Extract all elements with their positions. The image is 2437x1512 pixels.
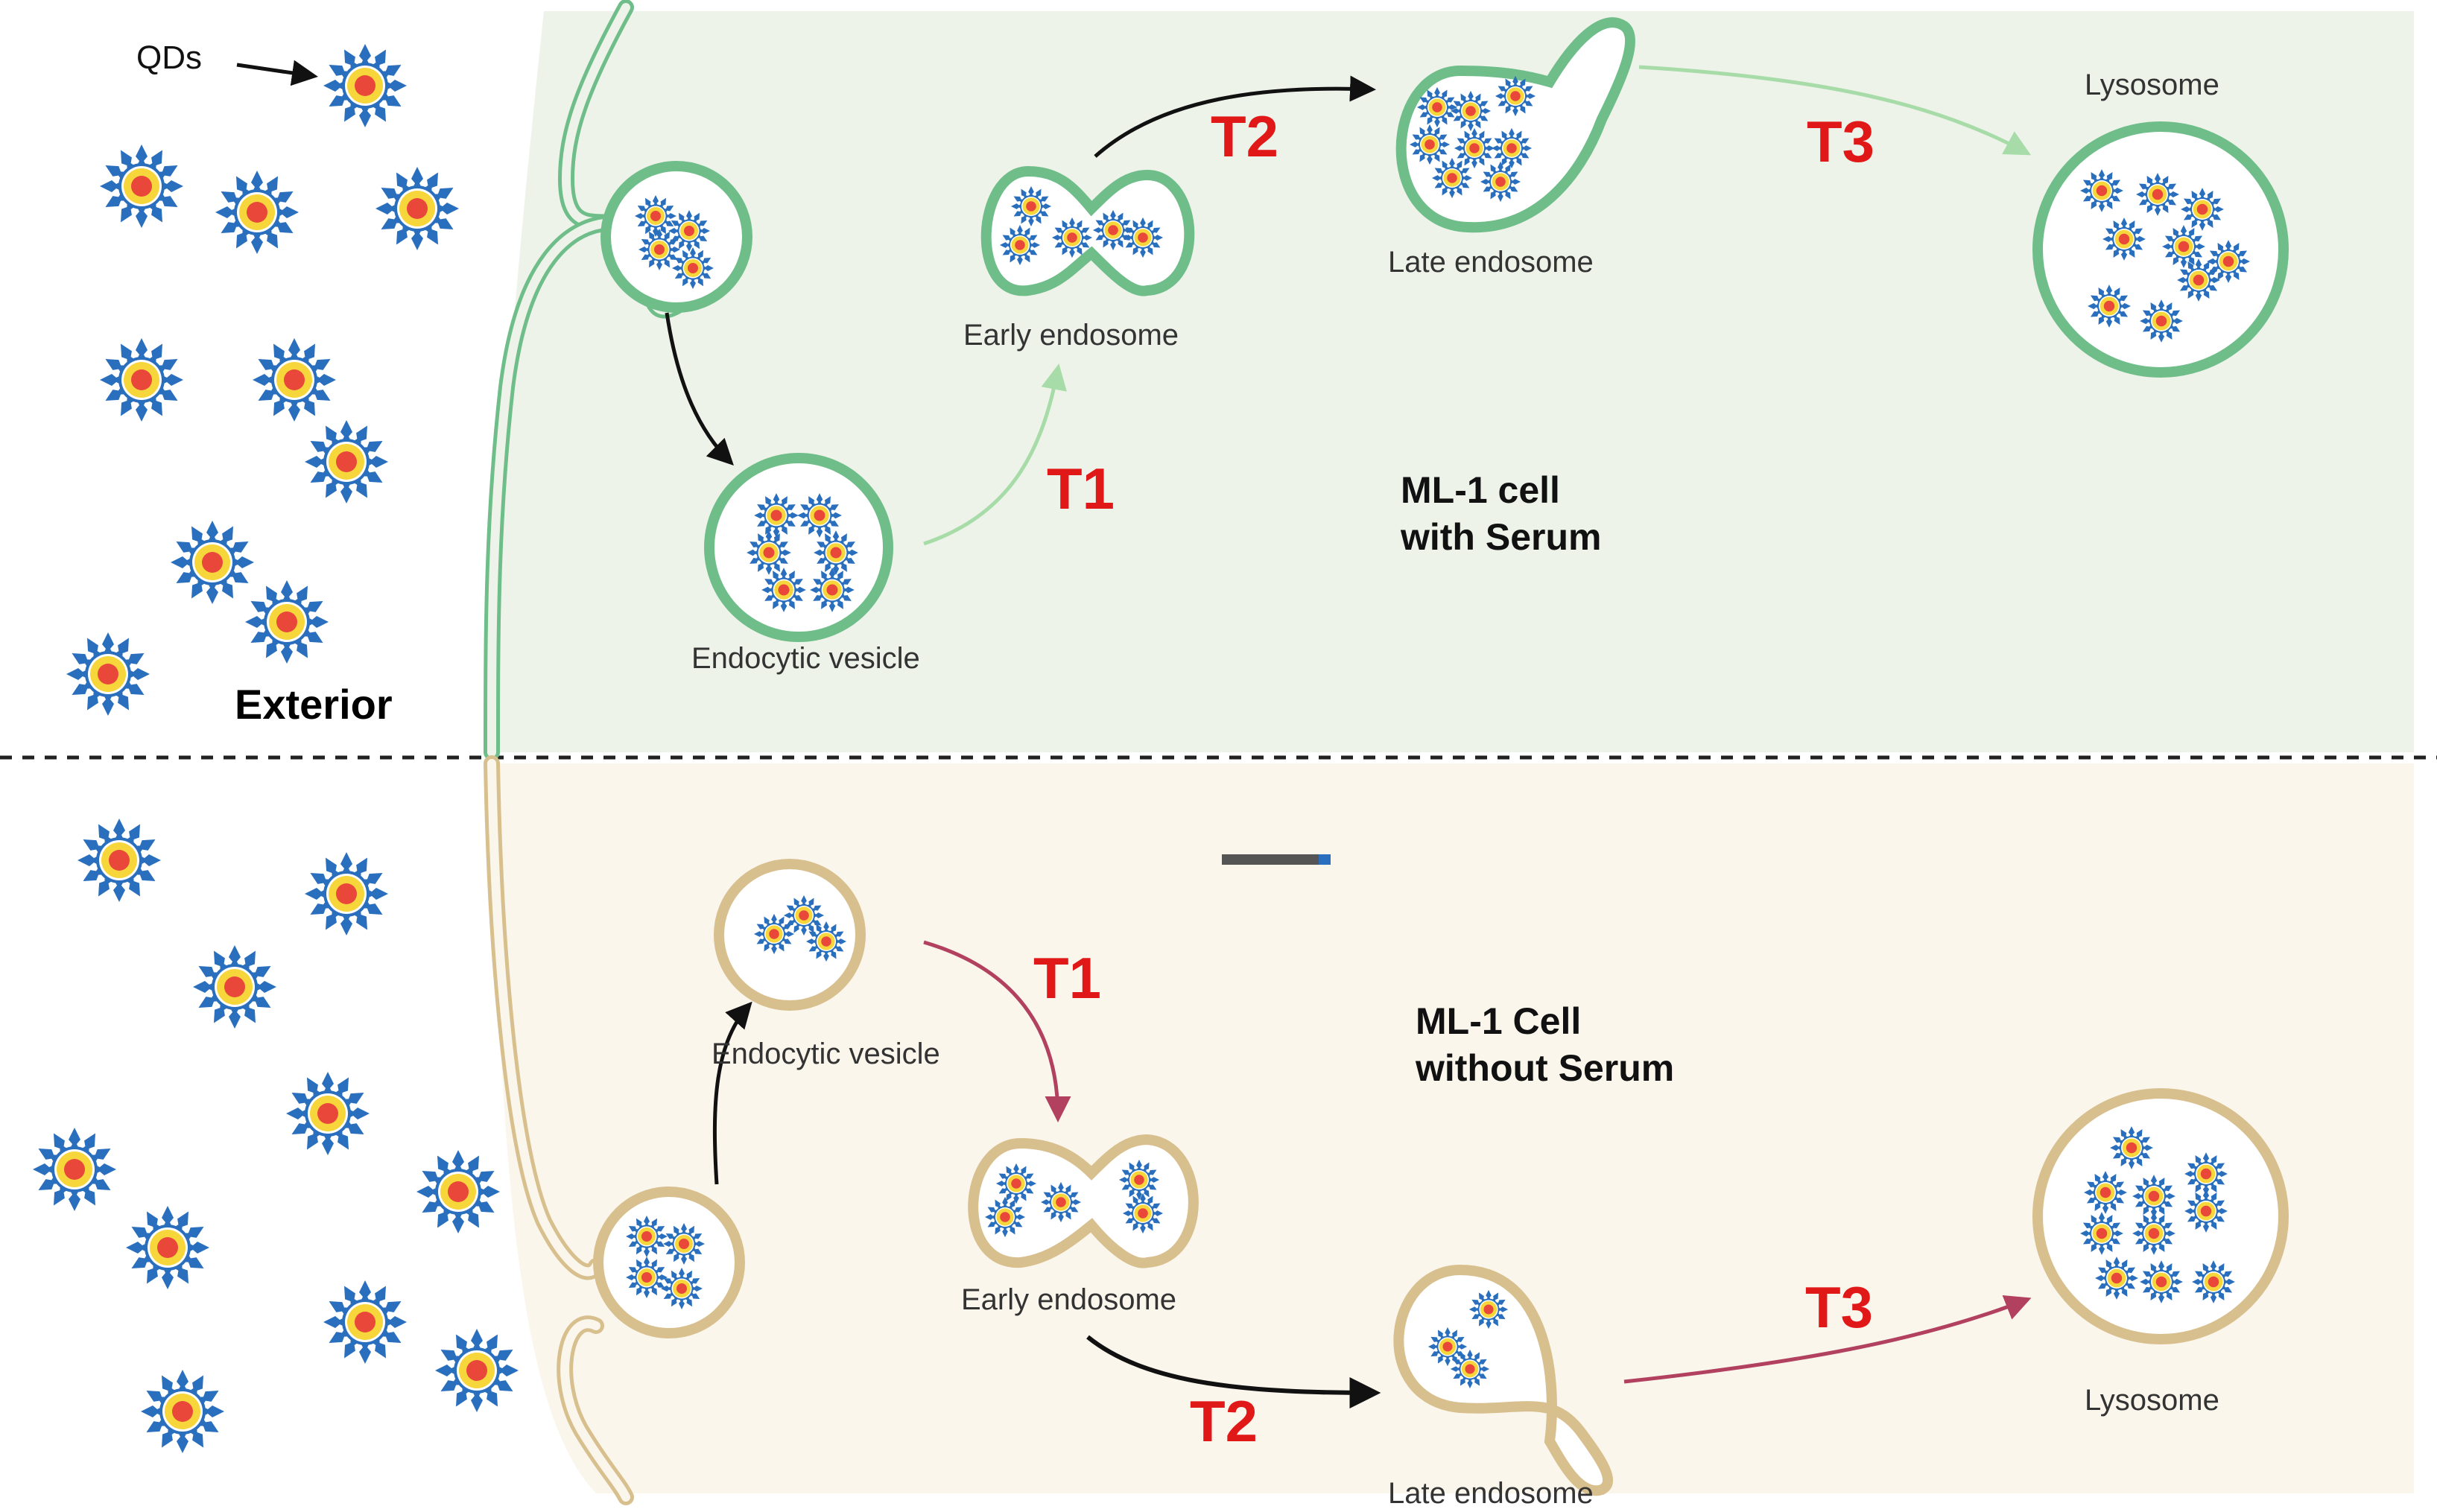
bottom-late-endosome-label: Late endosome: [1388, 1477, 1594, 1510]
qds-pointer-arrow: [236, 60, 318, 86]
bottom-lysosome-label: Lysosome: [2085, 1384, 2219, 1417]
top-arrow-t3: [1638, 65, 2032, 156]
top-cell-background: [492, 11, 2414, 752]
scale-bar-tip: [1319, 854, 1331, 865]
top-late-endosome-label: Late endosome: [1388, 246, 1594, 279]
top-lysosome: [2032, 121, 2289, 378]
top-arrow-bud-to-vesicle: [665, 312, 734, 466]
top-early-endosome: [980, 165, 1195, 296]
bottom-endocytic-vesicle: [714, 859, 866, 1011]
top-arrow-t2: [1094, 75, 1376, 158]
exterior-qds-bottom: [33, 819, 519, 1453]
bottom-cell-title-line2: without Serum: [1415, 1047, 1674, 1089]
bottom-step-t3: T3: [1805, 1274, 1873, 1340]
bottom-cell-membrane: [484, 755, 634, 1505]
bottom-lysosome: [2032, 1088, 2289, 1344]
top-step-t2: T2: [1211, 104, 1278, 169]
top-step-t3: T3: [1807, 109, 1875, 174]
bottom-early-endosome-label: Early endosome: [961, 1283, 1176, 1316]
exterior-qds-top: [66, 44, 459, 716]
bottom-budding-vesicle: [593, 1187, 745, 1338]
bottom-arrow-t1: [923, 940, 1071, 1122]
top-cell-title-line1: ML-1 cell: [1401, 469, 1560, 511]
bottom-step-t2: T2: [1190, 1388, 1258, 1454]
bottom-arrow-t2: [1086, 1335, 1381, 1408]
bottom-arrow-t3: [1623, 1295, 2032, 1384]
top-lysosome-label: Lysosome: [2085, 69, 2219, 101]
top-endocytic-vesicle: [704, 453, 893, 642]
bottom-cell-title-line1: ML-1 Cell: [1416, 1000, 1581, 1042]
top-early-endosome-label: Early endosome: [963, 319, 1179, 352]
qds-label: QDs: [136, 39, 202, 76]
bottom-step-t1: T1: [1033, 945, 1101, 1011]
top-arrow-t1: [923, 363, 1067, 546]
scale-bar: [1222, 854, 1330, 865]
bottom-late-endosome: [1393, 1264, 1614, 1496]
bottom-cell-background: [492, 763, 2414, 1493]
top-late-endosome: [1395, 17, 1635, 233]
top-endocytic-vesicle-label: Endocytic vesicle: [691, 642, 920, 675]
top-step-t1: T1: [1047, 456, 1115, 521]
top-cell-title-line2: with Serum: [1400, 516, 1601, 558]
top-budding-vesicle: [600, 161, 752, 313]
bottom-arrow-bud-to-vesicle: [712, 1001, 752, 1185]
bottom-early-endosome: [968, 1134, 1199, 1268]
exterior-label: Exterior: [235, 681, 393, 728]
bottom-endocytic-vesicle-label: Endocytic vesicle: [712, 1038, 940, 1070]
